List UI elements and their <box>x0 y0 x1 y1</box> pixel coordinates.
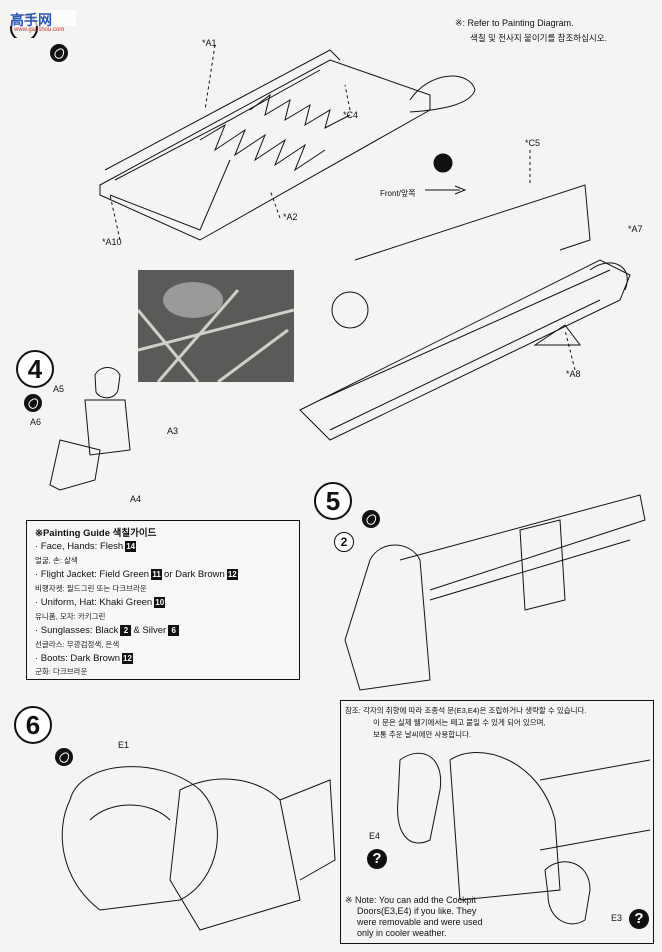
part-label-a10: *A10 <box>102 237 122 247</box>
optional-part-icon: ? <box>367 849 387 869</box>
part-label-a6: A6 <box>30 417 42 427</box>
note-en-line1: ※ Note: You can add the Cockpit <box>345 895 477 905</box>
step-number-6: 6 <box>14 706 52 744</box>
part-label-a7: *A7 <box>628 224 643 234</box>
painting-guide-box: ※Painting Guide 색칠가이드 · Face, Hands: Fle… <box>26 520 300 680</box>
glue-icon <box>50 44 68 62</box>
part-label-e3: E3 <box>611 913 623 923</box>
site-logo: 高手网 www.gaoshou.com <box>6 6 80 42</box>
note-ko-line3: 보통 추운 날씨에만 사용합니다. <box>373 730 472 739</box>
step-number-5: 5 <box>314 482 352 520</box>
glue-icon <box>362 510 380 528</box>
color-code-badge: 6 <box>168 625 180 636</box>
part-label-e4: E4 <box>369 831 381 841</box>
front-direction-label: Front/앞쪽 <box>380 189 416 198</box>
note-ko-line2: 이 문은 실제 웰기에서는 떼고 붙일 수 있게 되어 있으며, <box>373 718 546 727</box>
guide-row-sunglasses-ko: 선글라스: 무광검정색, 은색 <box>35 640 120 649</box>
note-en-line3: were removable and were used <box>357 917 483 927</box>
glue-icon <box>55 748 73 766</box>
guide-row-boots-ko: 군화: 다크브라운 <box>35 667 88 676</box>
optional-part-icon: ? <box>629 909 649 929</box>
step-number-4: 4 <box>16 350 54 388</box>
logo-subtext: www.gaoshou.com <box>14 27 65 33</box>
part-label-e1: E1 <box>118 740 130 750</box>
part-label-a4: A4 <box>130 494 142 504</box>
part-label-a2: *A2 <box>283 212 298 222</box>
optional-doors-note-box: 참조: 각자의 취향에 따라 조종석 문(E3,E4)은 조립하거나 생략할 수… <box>340 700 654 944</box>
color-code-badge: 10 <box>154 597 166 608</box>
part-label-a8: *A8 <box>566 369 581 379</box>
painting-diagram-note-ko: 색칠 및 전사지 붙이기를 참조하십시오. <box>470 33 607 43</box>
color-code-badge: 12 <box>122 653 133 664</box>
guide-row-uniform-ko: 유니폼, 모자: 카키그린 <box>35 612 106 621</box>
part-label-a5: A5 <box>53 384 65 394</box>
guide-row-jacket-ko: 비행자켓: 필드그린 또는 다크브라운 <box>35 584 147 593</box>
note-ko-line1: 참조: 각자의 취향에 따라 조종석 문(E3,E4)은 조립하거나 생략할 수… <box>345 706 587 715</box>
painting-diagram-note: ※: Refer to Painting Diagram. <box>455 18 574 28</box>
part-label-a3: A3 <box>167 426 179 436</box>
color-code-badge: 2 <box>120 625 132 636</box>
part-label-a1: *A1 <box>202 38 217 48</box>
color-code-badge: 11 <box>151 569 163 580</box>
part-label-c5: *C5 <box>525 138 541 148</box>
glue-icon <box>24 394 42 412</box>
note-en-line4: only in cooler weather. <box>357 928 447 938</box>
logo-text: 高手网 <box>10 12 52 28</box>
painting-guide-title: ※Painting Guide 색칠가이드 <box>35 528 157 539</box>
note-en-line2: Doors(E3,E4) if you like. They <box>357 906 477 916</box>
guide-row-face-ko: 얼굴, 손: 살색 <box>35 556 78 565</box>
color-code-badge: 12 <box>226 569 238 580</box>
sub-assembly-2-marker: 2 <box>334 532 354 552</box>
engine-detail-photo <box>138 270 294 382</box>
color-code-badge: 14 <box>125 541 137 552</box>
part-label-c4: *C4 <box>343 110 359 120</box>
